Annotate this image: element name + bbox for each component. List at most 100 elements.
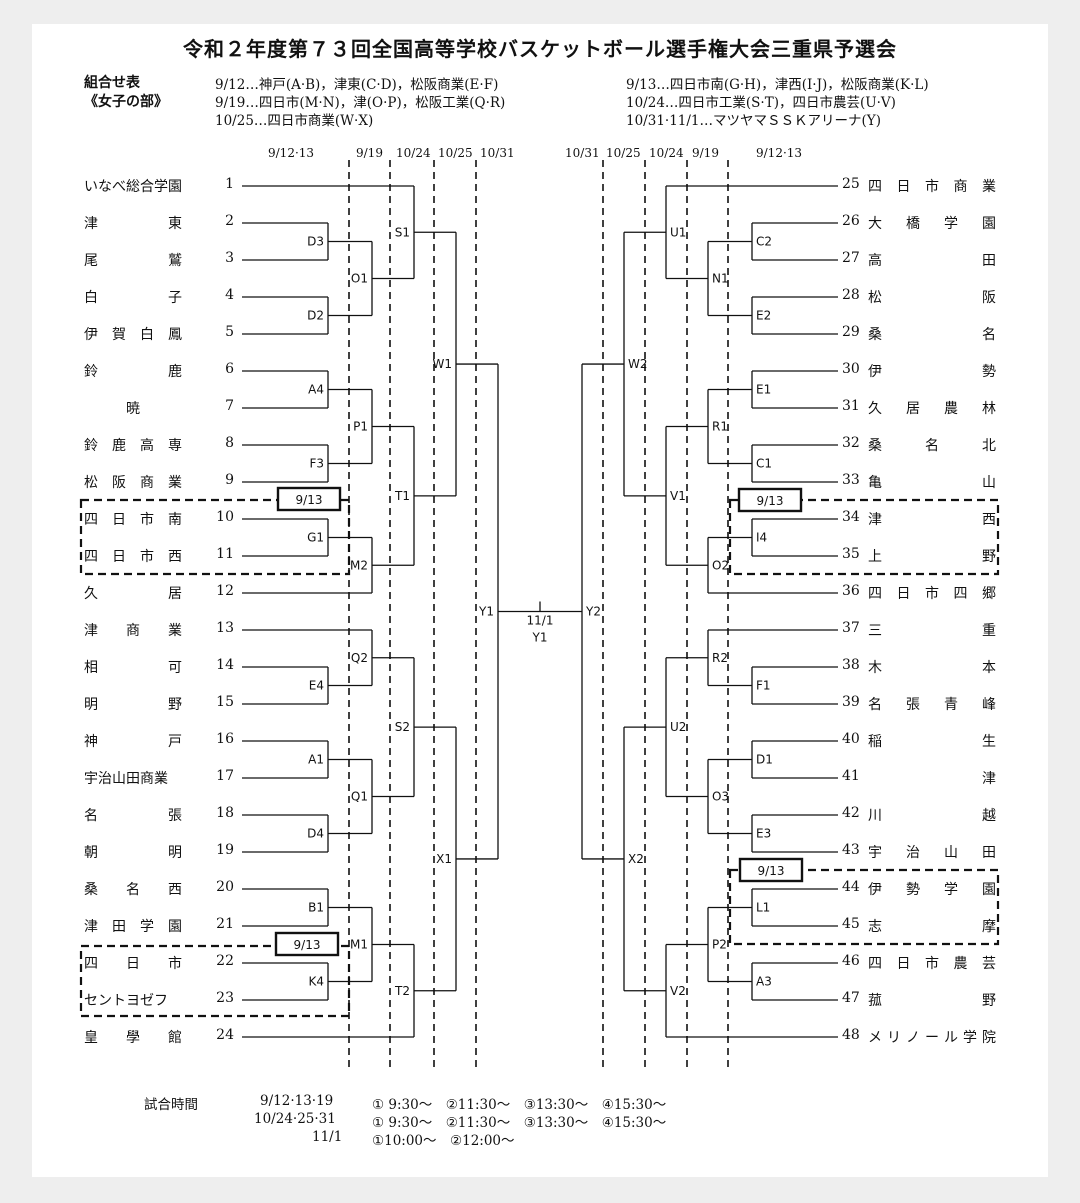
- match-times-days-2: 10/24·25·31: [254, 1111, 336, 1127]
- match-times-days-1: 9/12·13·19: [260, 1093, 334, 1109]
- highlight-box-left-2: [79, 944, 351, 1018]
- team-name: 桑 名 北: [868, 438, 996, 454]
- match-label-v1: V1: [670, 489, 686, 503]
- match-label-k4: K4: [308, 975, 324, 989]
- team-number: 47: [842, 990, 860, 1006]
- team-number: 17: [216, 768, 234, 784]
- team-name: 暁: [84, 401, 182, 417]
- team-name: 津 東: [84, 216, 182, 232]
- highlight-box-left-1: [79, 498, 351, 576]
- viewer-top-bar: [0, 0, 1080, 24]
- team-name: 四 日 市 西: [84, 549, 182, 565]
- team-name: 上 野: [868, 549, 996, 565]
- team-number: 5: [225, 324, 234, 340]
- match-label-f3: F3: [309, 457, 324, 471]
- team-number: 35: [842, 546, 860, 562]
- team-name: 四 日 市 四 郷: [868, 586, 996, 602]
- match-times-3: ①10:00～ ②12:00～: [372, 1133, 515, 1149]
- team-name: 皇 學 館: [84, 1030, 182, 1046]
- team-name: 相 可: [84, 660, 182, 676]
- match-times-label: 試合時間: [144, 1097, 198, 1113]
- team-number: 18: [216, 805, 234, 821]
- team-name: 宇 治 山 田: [868, 845, 996, 861]
- team-number: 6: [225, 361, 234, 377]
- team-number: 36: [842, 583, 860, 599]
- match-label-p1: P1: [353, 420, 368, 434]
- date-tag-left-1-box: [276, 486, 342, 512]
- match-label-u2: U2: [670, 720, 686, 734]
- team-name: 四 日 市 農 芸: [868, 956, 996, 972]
- team-name: 四 日 市: [84, 956, 182, 972]
- round-date-left-5: 10/31: [480, 146, 515, 160]
- date-tag-left-1: 9/13: [296, 493, 323, 507]
- team-number: 9: [225, 472, 234, 488]
- team-name: 鈴 鹿: [84, 364, 182, 380]
- team-name: 朝 明: [84, 845, 182, 861]
- page-title: 令和２年度第７３回全国高等学校バスケットボール選手権大会三重県予選会: [183, 37, 897, 61]
- highlight-box-right-1: [728, 498, 1000, 576]
- date-tag-right-2-box: [738, 857, 804, 883]
- team-name: 桑 名 西: [84, 882, 182, 898]
- round-date-right-4: 9/19: [692, 146, 719, 160]
- document-sheet: [32, 24, 1048, 1177]
- team-number: 25: [842, 176, 860, 192]
- team-number: 26: [842, 213, 860, 229]
- team-number: 32: [842, 435, 860, 451]
- team-name: 尾 鷲: [84, 253, 182, 269]
- team-name: 菰 野: [868, 993, 996, 1009]
- team-name: 木 本: [868, 660, 996, 676]
- match-labels: D3D2A4F3G1E4A1D4B1K4O1P1M2Q2Q1M1S1T1S2T2…: [307, 225, 773, 998]
- team-name: 三 重: [868, 623, 996, 639]
- date-tag-right-1: 9/13: [757, 494, 784, 508]
- team-name: 志 摩: [868, 919, 996, 935]
- round-date-right-1: 10/31: [565, 146, 600, 160]
- match-label-x1: X1: [436, 852, 452, 866]
- team-number: 19: [216, 842, 234, 858]
- round-divider-lines: [348, 160, 729, 1072]
- match-label-o2: O2: [712, 558, 729, 572]
- match-label-q2: Q2: [351, 651, 368, 665]
- team-number: 41: [842, 768, 860, 784]
- team-number: 38: [842, 657, 860, 673]
- viewer-left-margin: [0, 0, 32, 1203]
- match-label-d2: D2: [307, 309, 324, 323]
- team-name: 桑 名: [868, 327, 996, 343]
- team-name: セントヨゼフ: [84, 993, 168, 1009]
- team-number: 13: [216, 620, 234, 636]
- team-number: 31: [842, 398, 860, 414]
- round-date-left-4: 10/25: [438, 146, 473, 160]
- round-date-left-2: 9/19: [356, 146, 383, 160]
- match-label-y1l: Y1: [478, 605, 494, 619]
- round-date-right-5: 9/12·13: [756, 146, 803, 160]
- team-number: 30: [842, 361, 860, 377]
- team-name: 亀 山: [868, 475, 996, 491]
- team-name: 四 日 市 南: [84, 512, 182, 528]
- match-label-s2: S2: [395, 720, 410, 734]
- team-number: 22: [216, 953, 234, 969]
- left-schedule-line-3: 10/25…四日市商業(W·X): [215, 113, 374, 129]
- date-tag-right-2: 9/13: [758, 864, 785, 878]
- team-name: 久 居: [84, 586, 182, 602]
- team-number: 34: [842, 509, 860, 525]
- match-label-b1: B1: [308, 901, 324, 915]
- match-label-d3: D3: [307, 235, 324, 249]
- match-label-d1: D1: [756, 753, 773, 767]
- right-schedule-line-3: 10/31·11/1…マツヤマＳＳＫアリーナ(Y): [626, 113, 881, 129]
- team-number: 14: [216, 657, 234, 673]
- team-name: 川 越: [868, 808, 996, 824]
- team-number: 37: [842, 620, 860, 636]
- team-name: 名 張 青 峰: [868, 697, 996, 713]
- final-date: 11/1: [527, 614, 554, 628]
- match-label-o3: O3: [712, 790, 729, 804]
- viewer-bottom-bar: [0, 1177, 1080, 1203]
- team-name: 久 居 農 林: [868, 401, 996, 417]
- match-label-u1: U1: [670, 225, 686, 239]
- team-number: 10: [216, 509, 234, 525]
- match-label-c1: C1: [756, 457, 772, 471]
- match-label-a1: A1: [308, 753, 324, 767]
- team-number: 42: [842, 805, 860, 821]
- left-schedule-line-2: 9/19…四日市(M·N)，津(O·P)，松阪工業(Q·R): [215, 95, 506, 111]
- team-number: 4: [225, 287, 234, 303]
- team-number: 43: [842, 842, 860, 858]
